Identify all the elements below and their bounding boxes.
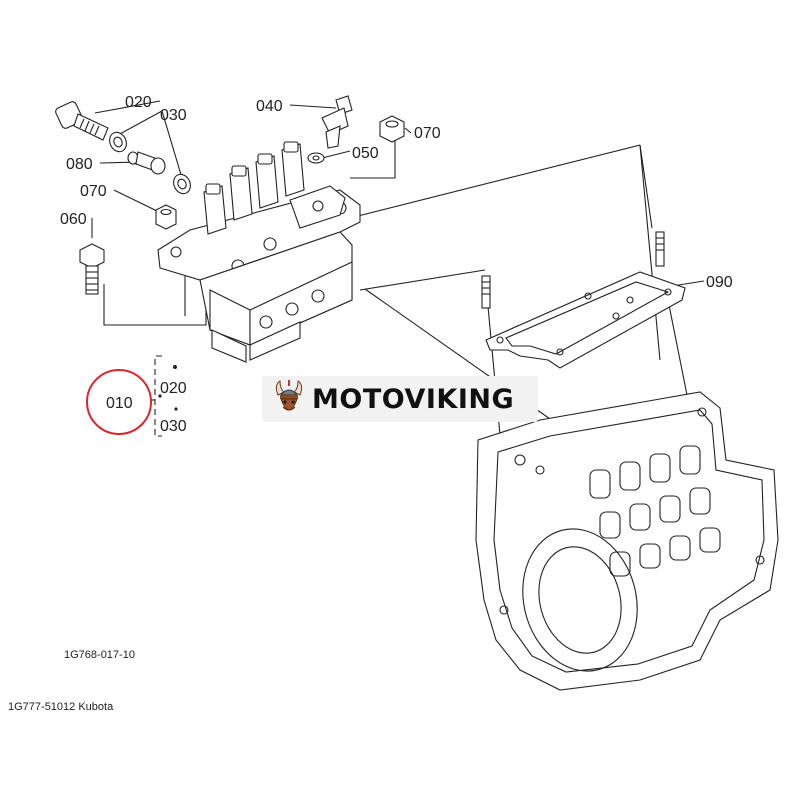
drawing-code: 1G768-017-10 bbox=[64, 649, 135, 661]
callout-040: 040 bbox=[256, 98, 283, 115]
overflow-valve bbox=[321, 95, 353, 149]
callout-060: 060 bbox=[60, 211, 87, 228]
injection-pump bbox=[157, 141, 361, 363]
banjo-bolt bbox=[55, 101, 109, 141]
viking-logo-icon bbox=[275, 380, 303, 411]
part-caption: 1G777-51012 Kubota bbox=[8, 701, 114, 713]
callout-050: 050 bbox=[352, 145, 379, 162]
callout-020-bracket: 020 bbox=[160, 380, 187, 397]
callout-010: 010 bbox=[106, 395, 133, 412]
sealing-washers bbox=[109, 131, 191, 195]
callout-070-right: 070 bbox=[414, 125, 441, 142]
callout-020: 020 bbox=[125, 94, 152, 111]
callout-labels: 020 030 040 070 050 080 070 060 090 010 … bbox=[60, 94, 733, 435]
bracket-dot bbox=[174, 407, 178, 411]
gasket bbox=[485, 271, 686, 369]
cap-nut-right bbox=[379, 115, 405, 143]
watermark-banner: MOTOVIKING bbox=[262, 376, 538, 422]
bracket-dot bbox=[158, 394, 162, 398]
callout-030-bracket: 030 bbox=[160, 418, 187, 435]
callout-080: 080 bbox=[66, 156, 93, 173]
gear-case-studs bbox=[481, 231, 665, 309]
banjo-fitting bbox=[127, 151, 166, 175]
callout-070-left: 070 bbox=[80, 183, 107, 200]
cap-nut-left bbox=[155, 204, 177, 230]
flange-bolt bbox=[79, 243, 105, 295]
gear-case bbox=[475, 391, 779, 691]
bracket-dot bbox=[173, 365, 177, 369]
washer-050 bbox=[307, 152, 325, 164]
callout-090: 090 bbox=[706, 274, 733, 291]
brand-watermark-text: MOTOVIKING bbox=[312, 383, 515, 415]
part-highlight-circle bbox=[86, 369, 152, 435]
gear-case-cavities bbox=[589, 445, 721, 577]
callout-030: 030 bbox=[160, 107, 187, 124]
